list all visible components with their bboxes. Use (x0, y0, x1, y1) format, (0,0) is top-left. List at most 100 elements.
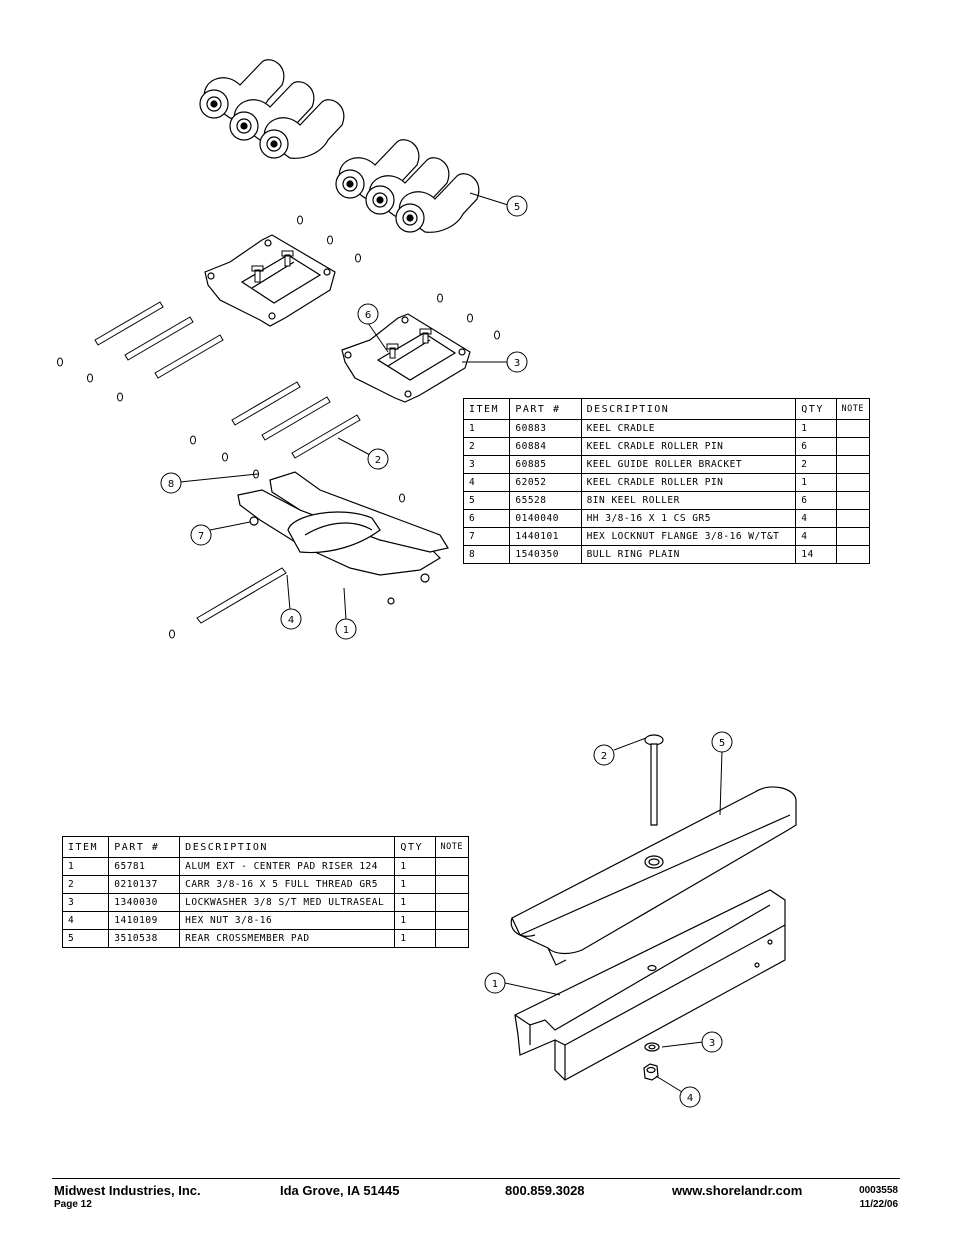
cell: 1 (795, 419, 837, 438)
cell (434, 929, 470, 948)
lockwasher (644, 1042, 660, 1052)
cell: 65528 (509, 491, 582, 510)
callout-label: 4 (288, 615, 294, 626)
cell: 1 (394, 893, 436, 912)
bottom-callouts (484, 731, 733, 1108)
callout-label: 5 (719, 738, 725, 749)
roller-bracket-upper (204, 234, 336, 327)
callout-label: 3 (709, 1038, 715, 1049)
cell: 3510538 (108, 929, 181, 948)
cell: CARR 3/8-16 X 5 FULL THREAD GR5 (179, 875, 396, 894)
column-header: DESCRIPTION (580, 398, 797, 420)
cell: HEX LOCKNUT FLANGE 3/8-16 W/T&T (580, 527, 797, 546)
page-footer: Midwest Industries, Inc. Page 12 Ida Gro… (52, 1178, 900, 1210)
cell: 1 (462, 419, 511, 438)
cell: 5 (61, 929, 110, 948)
bull-rings (57, 215, 500, 639)
hex-bolts (251, 250, 432, 359)
cell (835, 527, 871, 546)
column-header: NOTE (434, 836, 470, 858)
cell: 8IN KEEL ROLLER (580, 491, 797, 510)
column-header: QTY (394, 836, 436, 858)
callout-label: 5 (514, 202, 520, 213)
bottom-callout-labels: 2 5 1 3 4 (492, 738, 725, 1104)
company-location: Ida Grove, IA 51445 (280, 1183, 400, 1198)
cell (434, 857, 470, 876)
cell: 2 (462, 437, 511, 456)
callout-label: 1 (492, 979, 498, 990)
carriage-bolt (644, 734, 664, 826)
cell: KEEL GUIDE ROLLER BRACKET (580, 455, 797, 474)
cell: 0140040 (509, 509, 582, 528)
top-callouts (160, 192, 528, 640)
cell: 4 (61, 911, 110, 930)
cell: LOCKWASHER 3/8 S/T MED ULTRASEAL (179, 893, 396, 912)
cell: 4 (795, 527, 837, 546)
column-header: PART # (509, 398, 582, 420)
callout-label: 2 (601, 751, 607, 762)
column-header: ITEM (462, 398, 511, 420)
cell: 65781 (108, 857, 181, 876)
aluminum-extrusion (514, 889, 786, 1081)
cell: 7 (462, 527, 511, 546)
callout-label: 4 (687, 1093, 693, 1104)
callout-label: 2 (375, 455, 381, 466)
cell (835, 473, 871, 492)
cell: 3 (61, 893, 110, 912)
page-number: Page 12 (54, 1199, 92, 1210)
cell: 2 (61, 875, 110, 894)
cell (835, 491, 871, 510)
crossmember-pad (510, 786, 797, 966)
cell (835, 419, 871, 438)
table-header-row: ITEM PART # DESCRIPTION QTY NOTE (61, 836, 470, 858)
cell: 8 (462, 545, 511, 564)
cell (835, 455, 871, 474)
callout-label: 3 (514, 358, 520, 369)
cell: 60885 (509, 455, 582, 474)
cell: KEEL CRADLE ROLLER PIN (580, 437, 797, 456)
cell: KEEL CRADLE (580, 419, 797, 438)
callout-label: 1 (343, 625, 349, 636)
hex-nut (643, 1063, 659, 1081)
callout-label: 7 (198, 531, 204, 542)
cell (434, 875, 470, 894)
cell: 60883 (509, 419, 582, 438)
website-link[interactable]: www.shorelandr.com (672, 1183, 803, 1198)
table-header-row: ITEM PART # DESCRIPTION QTY NOTE (462, 398, 871, 420)
cell: 62052 (509, 473, 582, 492)
cell: 1 (394, 875, 436, 894)
keel-roller-set-lower (335, 139, 480, 233)
roller-bracket-lower (341, 313, 471, 403)
cell: 1 (61, 857, 110, 876)
cell: KEEL CRADLE ROLLER PIN (580, 473, 797, 492)
cell: BULL RING PLAIN (580, 545, 797, 564)
cell: 2 (795, 455, 837, 474)
keel-roller-set-upper (199, 59, 345, 159)
roller-pins (94, 301, 361, 624)
phone-number: 800.859.3028 (505, 1183, 585, 1198)
cell: 1 (394, 911, 436, 930)
cell: REAR CROSSMEMBER PAD (179, 929, 396, 948)
top-callout-labels: 5 6 3 2 8 7 4 1 (168, 202, 520, 636)
column-header: QTY (795, 398, 837, 420)
cell (835, 545, 871, 564)
keel-cradle (237, 471, 449, 605)
cell: 6 (462, 509, 511, 528)
cell: 4 (462, 473, 511, 492)
cell: 1410109 (108, 911, 181, 930)
column-header: PART # (108, 836, 181, 858)
cell: 1340030 (108, 893, 181, 912)
column-header: DESCRIPTION (179, 836, 396, 858)
cell (835, 437, 871, 456)
